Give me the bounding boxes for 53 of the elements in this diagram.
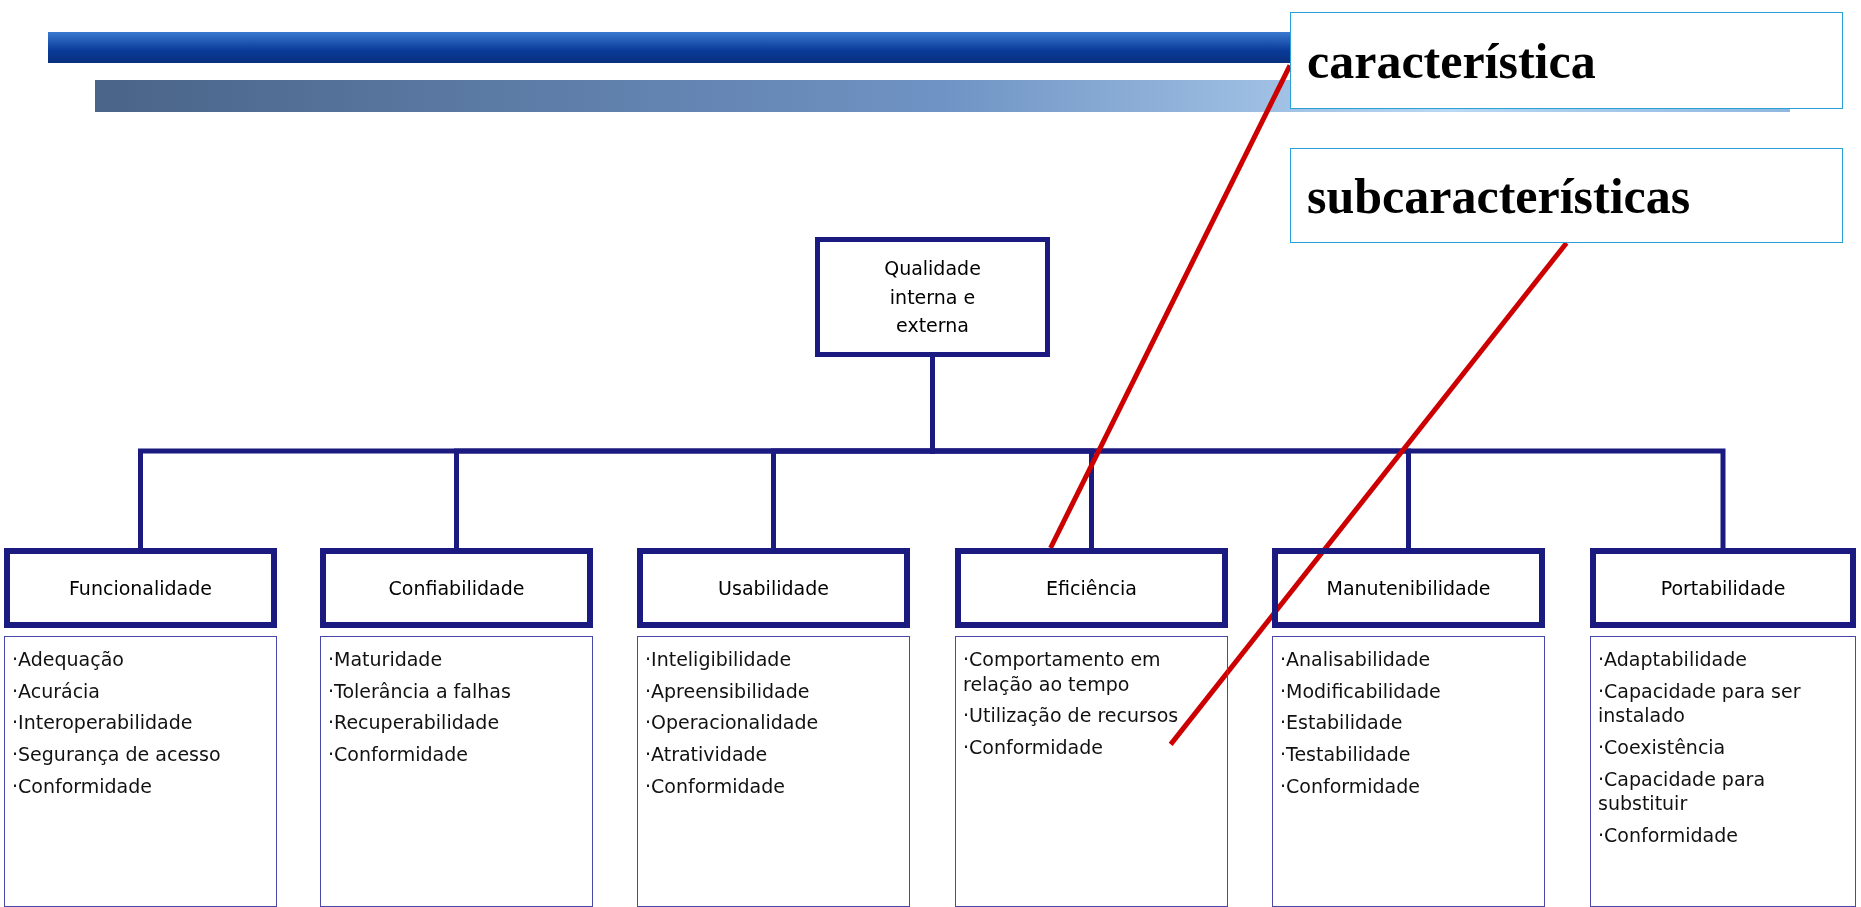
root-box [815,237,1050,357]
callout-box [1290,12,1843,109]
category-box [955,548,1228,628]
list-item: ·Apreensibilidade [645,678,811,704]
subcategory-list-box [4,636,277,907]
box-label: Funcionalidade [69,577,212,599]
list-item: ·Interoperabilidade [12,710,194,736]
list-item: ·Atratividade [645,742,769,767]
subcategory-list-box [320,636,593,907]
box-label: Eficiência [1046,577,1137,599]
list-item: ·Operacionalidade [645,710,820,736]
box-label: Portabilidade [1660,577,1786,599]
list-item: ·Adaptabilidade [1598,647,1748,672]
list-item: ·Testabilidade [1280,742,1412,767]
list-item: ·Conformidade [963,735,1104,760]
category-box [4,548,277,628]
box-label: Manutenibilidade [1326,577,1491,599]
list-item: ·Maturidade [328,647,444,672]
list-item: ·Conformidade [12,773,153,799]
callout-label: característica [1307,31,1596,90]
list-item: ·Conformidade [1598,823,1739,848]
list-item: ·Modificabilidade [1280,678,1442,704]
subcategory-list-box [955,636,1228,907]
list-item: ·Adequação [12,647,125,672]
callout-box [1290,148,1843,243]
subcategory-list-box [1590,636,1856,907]
list-item: ·Conformidade [645,773,786,799]
subcategory-list-box [637,636,910,907]
category-box [1272,548,1545,628]
list-item: ·Utilização de recursos [963,703,1180,729]
box-label: Usabilidade [718,577,829,599]
leader-line [1168,241,1569,746]
list-item: ·Capacidade para substituir [1598,766,1767,817]
list-item: ·Segurança de acesso [12,742,222,767]
list-item: ·Conformidade [1280,773,1421,799]
category-box [320,548,593,628]
subcategory-list-box [1272,636,1545,907]
list-item: ·Estabilidade [1280,710,1404,736]
list-item: ·Capacidade para ser instalado [1598,678,1802,729]
category-box [637,548,910,628]
list-item: ·Analisabilidade [1280,647,1432,672]
list-item: ·Comportamento em relação ao tempo [963,647,1162,697]
box-label: Confiabilidade [388,577,525,599]
tree-connector [930,357,1726,548]
list-item: ·Tolerância a falhas [328,678,512,704]
category-box [1590,548,1856,628]
list-item: ·Coexistência [1598,735,1727,760]
list-item: ·Recuperabilidade [328,710,501,736]
list-item: ·Inteligibilidade [645,647,793,672]
list-item: ·Conformidade [328,742,469,767]
box-label: Qualidade interna e externa [883,256,982,339]
callout-label: subcaracterísticas [1307,166,1691,225]
list-item: ·Acurácia [12,678,101,704]
